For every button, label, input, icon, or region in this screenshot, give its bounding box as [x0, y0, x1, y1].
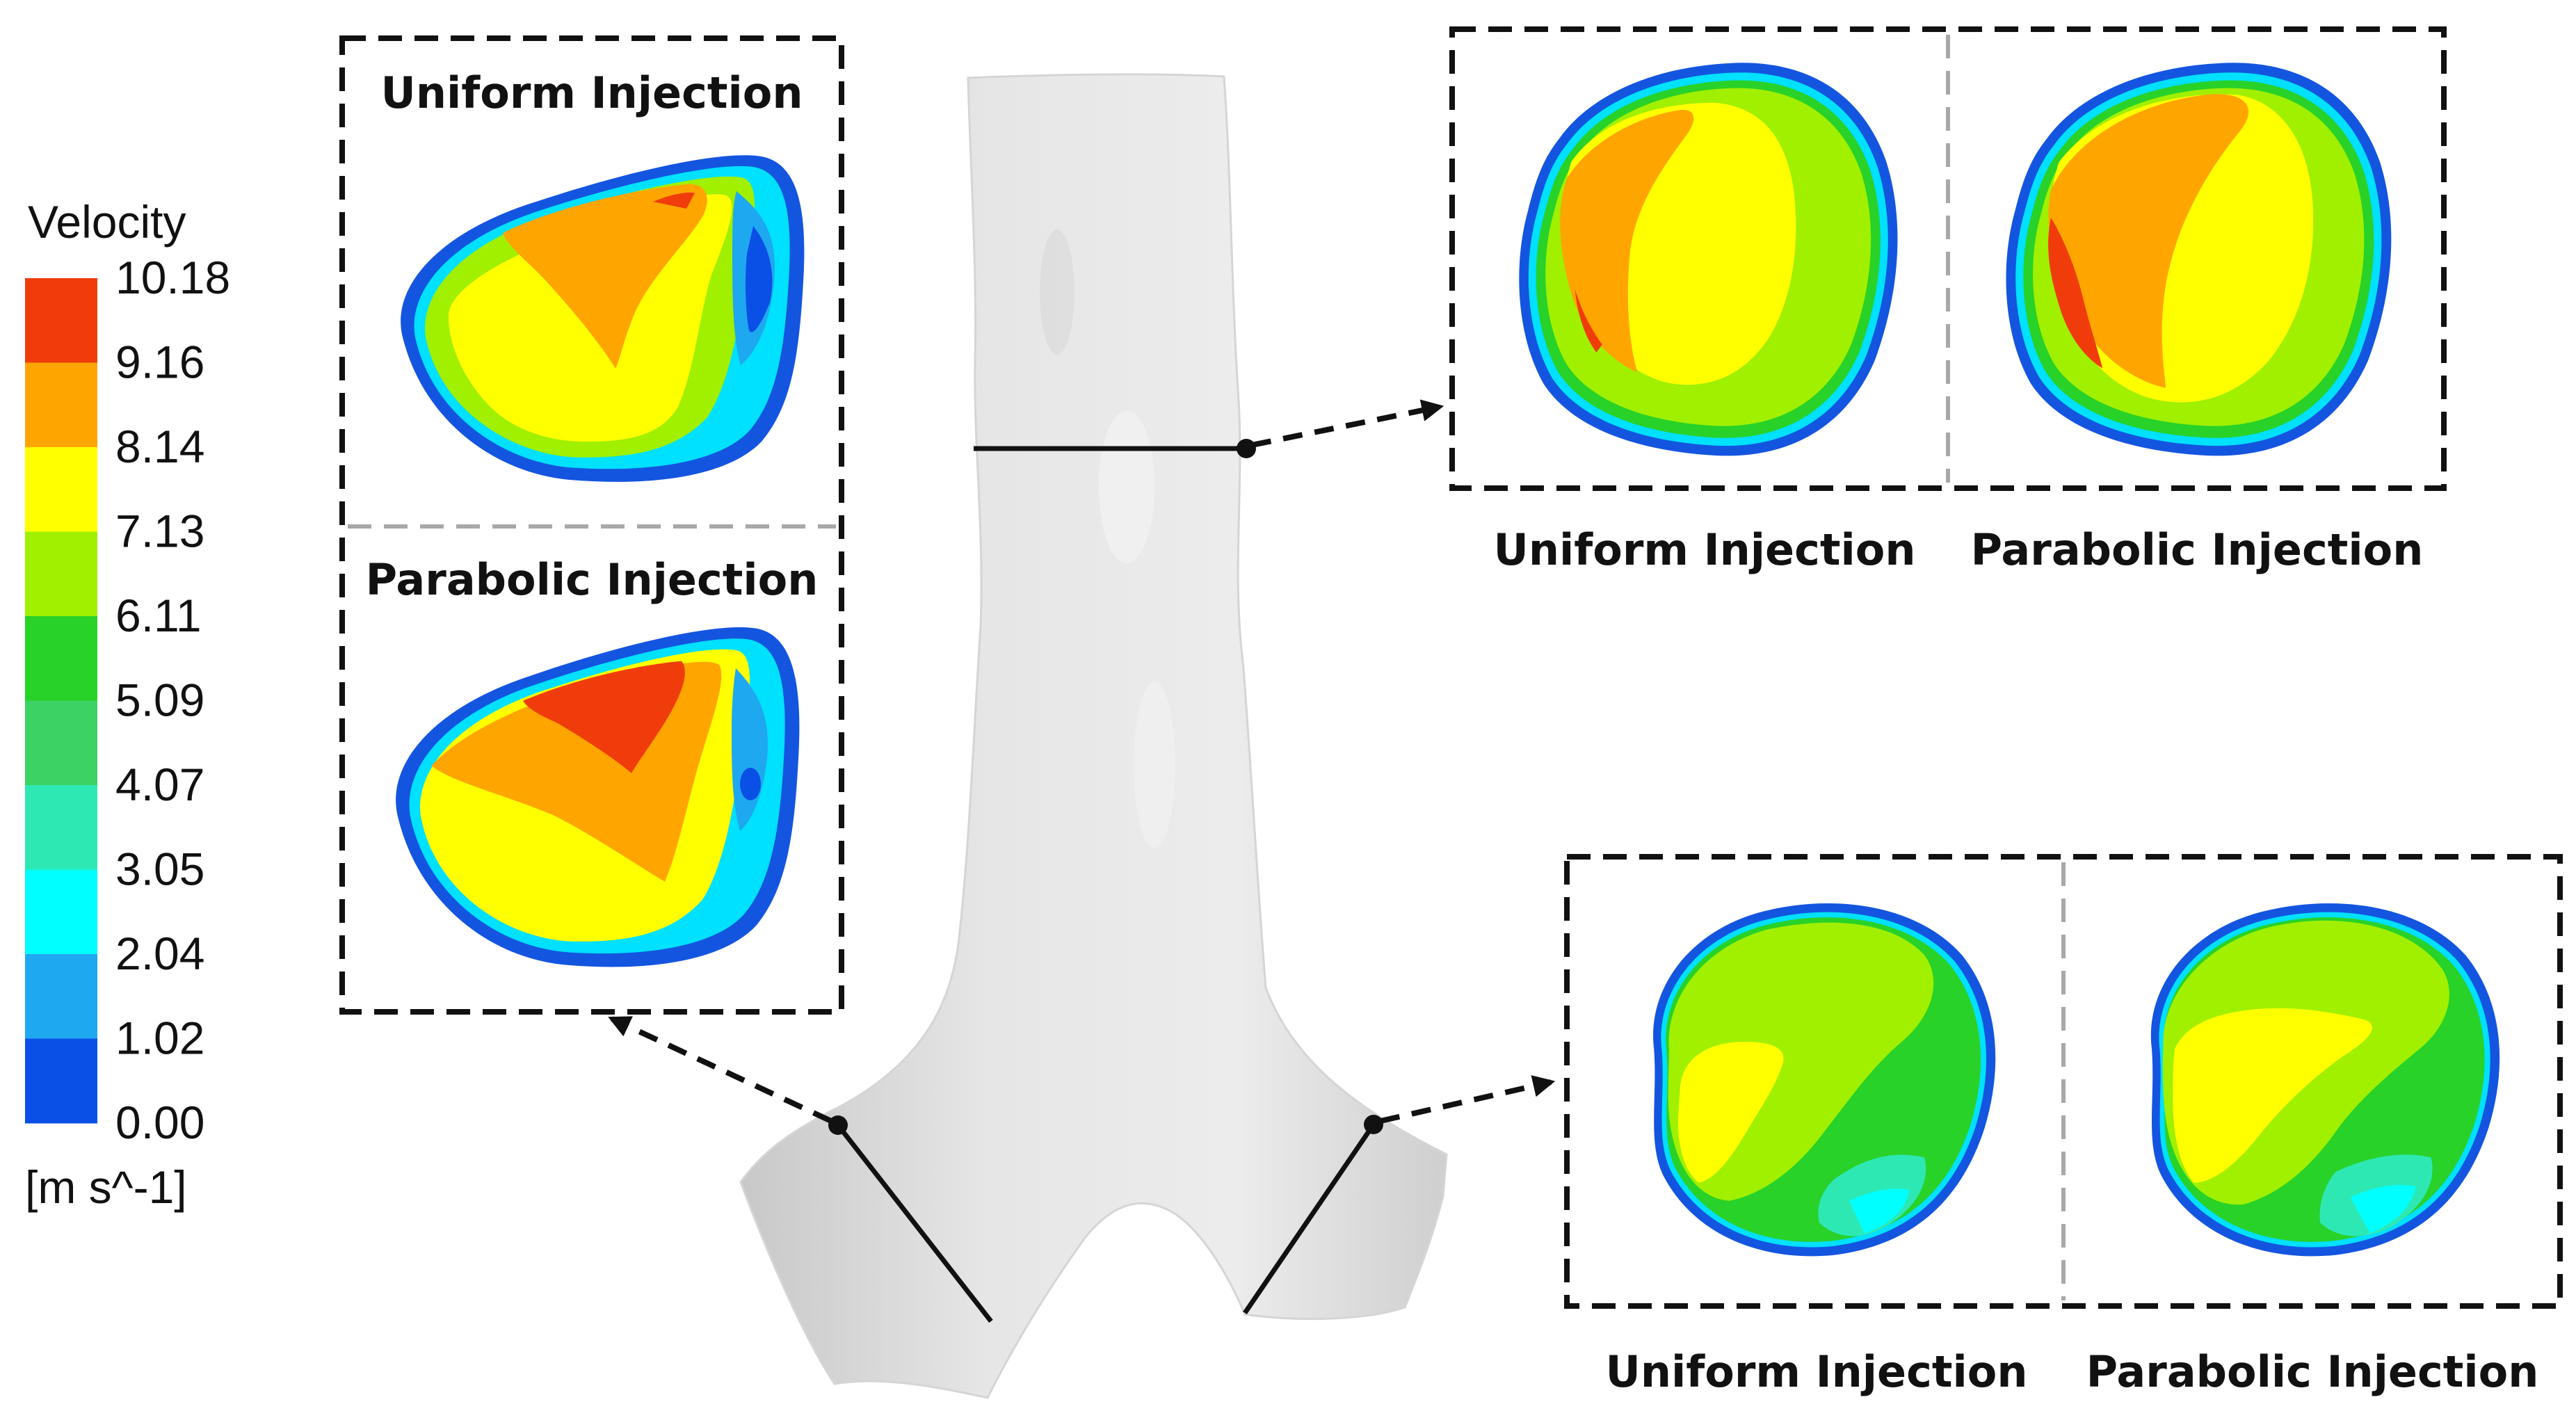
contour-right-uniform	[1653, 903, 1996, 1257]
colorbar-swatch	[25, 278, 97, 363]
colorbar-unit: [m s^-1]	[25, 1161, 187, 1213]
left-top-label: Uniform Injection	[381, 67, 803, 118]
right-branch-cut-line	[1243, 1123, 1376, 1314]
colorbar-tick-label: 6.11	[115, 590, 202, 641]
trachea-cut-dot	[1237, 439, 1256, 458]
colorbar-tick-label: 7.13	[115, 506, 204, 557]
contour-left-parabolic	[396, 627, 800, 967]
colorbar-tick-label: 10.18	[115, 252, 230, 303]
right-branch-panel: Uniform Injection Parabolic Injection	[1564, 854, 2563, 1397]
arrow-to-right-panel	[1380, 1075, 1556, 1124]
cut-lines	[828, 439, 1383, 1323]
colorbar-swatch	[25, 1038, 97, 1124]
contour-trachea-uniform	[1519, 63, 1898, 456]
arrow-to-trachea-panel	[1251, 399, 1444, 448]
arrows	[608, 399, 1556, 1124]
left-branch-panel: Uniform Injection Parabolic Injection	[339, 35, 844, 1015]
airway-model	[739, 73, 1448, 1399]
arrow-to-left-panel	[608, 1016, 832, 1124]
left-branch-cut-dot	[828, 1115, 848, 1135]
contour-left-uniform	[401, 155, 805, 482]
colorbar-tick-label: 3.05	[115, 844, 204, 895]
colorbar-tick-label: 0.00	[115, 1097, 204, 1148]
right-branch-right-label: Parabolic Injection	[2086, 1346, 2539, 1397]
left-bottom-label: Parabolic Injection	[366, 554, 819, 605]
trachea-panel: Uniform Injection Parabolic Injection	[1449, 26, 2447, 575]
colorbar-swatch	[25, 616, 97, 701]
colorbar-tick-label: 9.16	[115, 337, 204, 388]
colorbar-swatch	[25, 362, 97, 448]
colorbar-tick-label: 5.09	[115, 675, 204, 726]
contour-trachea-parabolic	[2006, 63, 2392, 456]
right-branch-left-label: Uniform Injection	[1606, 1346, 2028, 1397]
colorbar-tick-label: 4.07	[115, 759, 204, 810]
colorbar-swatch	[25, 785, 97, 870]
colorbar: Velocity 10.18 9.16 8.14 7.13 6.11 5.09 4.07 3.…	[25, 196, 230, 1213]
colorbar-tick-label: 1.02	[115, 1013, 204, 1064]
trachea-left-label: Uniform Injection	[1494, 524, 1916, 575]
contour-right-parabolic	[2150, 903, 2500, 1257]
colorbar-swatch	[25, 531, 97, 617]
colorbar-title: Velocity	[28, 196, 186, 248]
colorbar-labels: 10.18 9.16 8.14 7.13 6.11 5.09 4.07 3.05 2.04 1.0…	[115, 252, 230, 1148]
colorbar-swatch	[25, 447, 97, 532]
colorbar-swatch	[25, 869, 97, 955]
colorbar-tick-label: 8.14	[115, 421, 204, 472]
colorbar-swatch	[25, 954, 97, 1039]
trachea-right-label: Parabolic Injection	[1971, 524, 2424, 575]
right-branch-cut-dot	[1364, 1115, 1383, 1134]
colorbar-swatch	[25, 700, 97, 786]
colorbar-swatches	[25, 278, 97, 1124]
left-branch-cut-line	[836, 1123, 993, 1323]
colorbar-tick-label: 2.04	[115, 928, 204, 979]
